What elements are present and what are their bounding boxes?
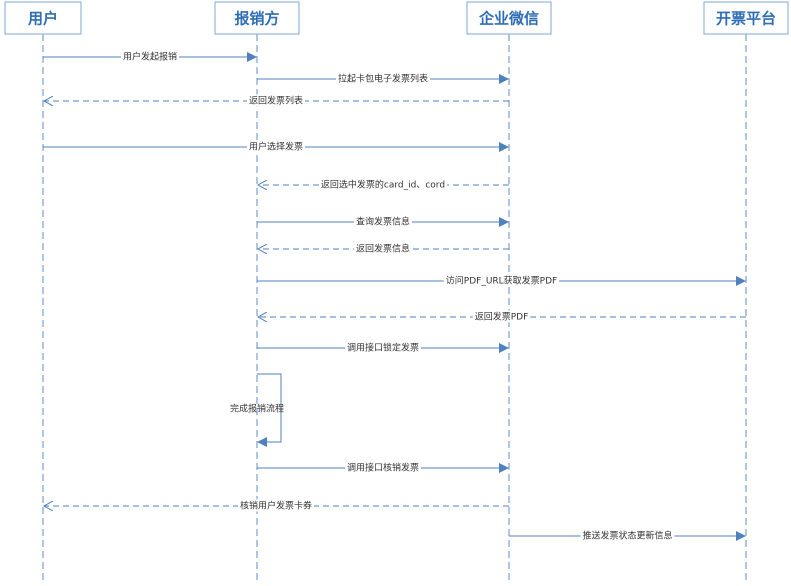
actor-label-reimburser: 报销方 <box>234 10 279 28</box>
actor-label-user: 用户 <box>28 10 58 28</box>
message-label: 调用接口核销发票 <box>347 462 419 474</box>
message-1: 用户发起报销 <box>43 50 257 63</box>
message-label-bg <box>353 215 413 228</box>
actor-wecom: 企业微信 <box>466 1 552 35</box>
actor-user: 用户 <box>4 1 82 35</box>
message-label-bg <box>318 178 448 191</box>
message-label-bg <box>353 242 413 255</box>
actor-box-user <box>4 1 82 35</box>
message-3: 返回发票列表 <box>44 94 509 107</box>
message-label: 用户发起报销 <box>123 51 177 63</box>
message-label-bg <box>443 274 560 287</box>
self-message-arrow <box>257 373 282 447</box>
actor-box-invoice <box>703 1 789 35</box>
message-12: 调用接口核销发票 <box>257 461 509 474</box>
actor-label-invoice: 开票平台 <box>716 10 776 28</box>
actor-label-wecom: 企业微信 <box>478 10 539 28</box>
message-14: 推送发票状态更新信息 <box>509 529 746 542</box>
actor-box-wecom <box>466 1 552 35</box>
message-label: 返回发票PDF <box>475 311 529 323</box>
message-label: 返回发票列表 <box>249 95 303 107</box>
message-5: 返回选中发票的card_id、cord <box>258 178 509 191</box>
message-label-bg <box>120 50 180 63</box>
message-11: 完成报销流程 <box>230 373 284 447</box>
actor-reimburser: 报销方 <box>214 1 300 35</box>
message-label: 查询发票信息 <box>356 216 410 228</box>
message-label: 返回发票信息 <box>356 243 410 255</box>
message-label: 调用接口锁定发票 <box>347 342 419 354</box>
message-label-bg <box>335 72 431 85</box>
message-label-bg <box>344 341 422 354</box>
message-label: 完成报销流程 <box>230 403 284 415</box>
message-label: 核销用户发票卡券 <box>240 500 312 512</box>
message-label: 访问PDF_URL获取发票PDF <box>446 275 557 287</box>
message-label: 推送发票状态更新信息 <box>582 530 672 542</box>
message-label: 用户选择发票 <box>249 141 303 153</box>
message-2: 拉起卡包电子发票列表 <box>257 72 509 85</box>
message-label: 返回选中发票的card_id、cord <box>321 179 445 191</box>
message-9: 返回发票PDF <box>258 310 746 323</box>
message-8: 访问PDF_URL获取发票PDF <box>257 274 746 287</box>
actor-box-reimburser <box>214 1 300 35</box>
message-label-bg <box>472 310 531 323</box>
message-10: 调用接口锁定发票 <box>257 341 509 354</box>
message-label-bg <box>246 94 306 107</box>
message-label-bg <box>246 140 306 153</box>
message-4: 用户选择发票 <box>43 140 509 153</box>
message-13: 核销用户发票卡券 <box>44 499 509 512</box>
actor-invoice: 开票平台 <box>703 1 789 35</box>
message-label-bg <box>580 529 675 542</box>
message-6: 查询发票信息 <box>257 215 509 228</box>
message-label-bg <box>344 461 422 474</box>
message-7: 返回发票信息 <box>258 242 509 255</box>
message-label-bg <box>237 499 315 512</box>
message-label: 拉起卡包电子发票列表 <box>338 73 428 85</box>
